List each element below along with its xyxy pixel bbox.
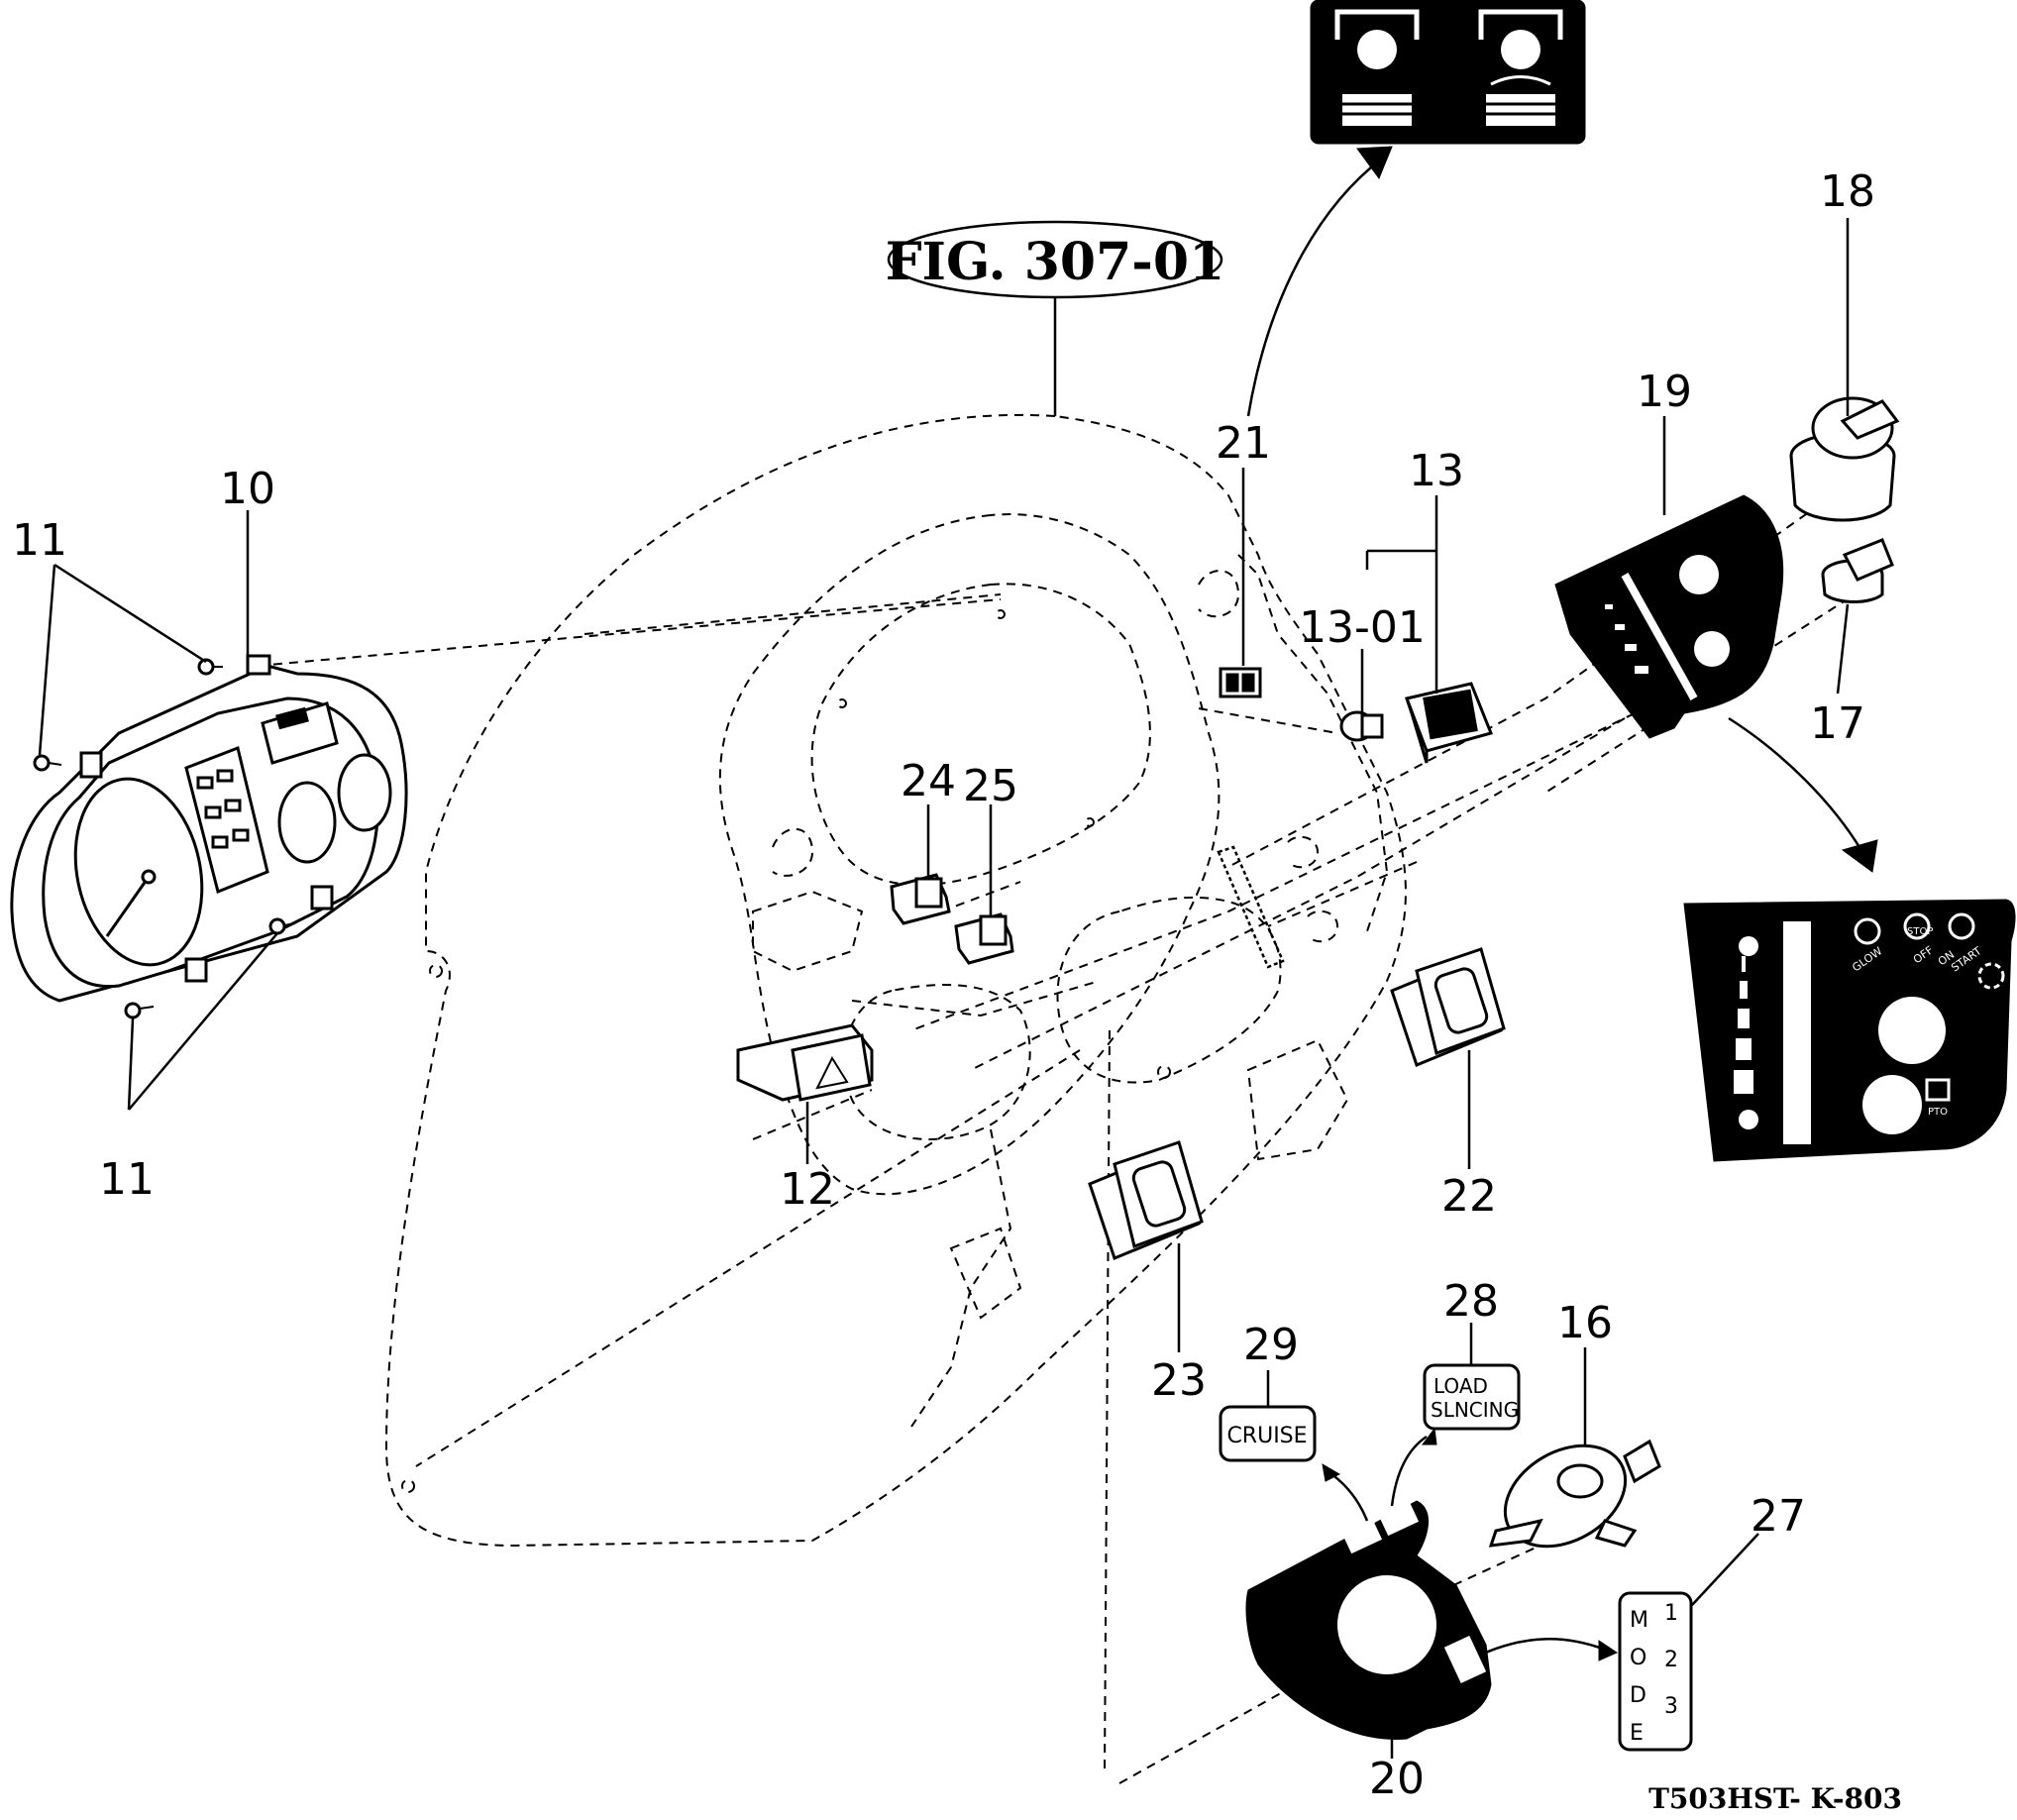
callout-10: 10 bbox=[220, 464, 275, 514]
mode-letter-m: M bbox=[1630, 1608, 1648, 1633]
callout-18: 18 bbox=[1820, 166, 1875, 217]
figure-reference-label: FIG. 307-01 bbox=[886, 232, 1225, 292]
callout-23: 23 bbox=[1151, 1355, 1207, 1406]
mode-decal-part-27: M O D E 1 2 3 bbox=[1618, 1591, 1693, 1752]
pto-decal-detail bbox=[1310, 0, 1586, 145]
hazard-switch-part-12 bbox=[736, 1023, 874, 1102]
bulb-part-13-01 bbox=[1339, 710, 1384, 742]
callout-11-top: 11 bbox=[12, 515, 67, 566]
indicator-lamp-part-13 bbox=[1404, 682, 1494, 764]
callout-29: 29 bbox=[1243, 1320, 1299, 1370]
instrument-cluster-part-10 bbox=[10, 654, 408, 1019]
mode-letter-e: E bbox=[1630, 1721, 1644, 1746]
load-silencing-decal-part-28: LOAD SLNCING bbox=[1423, 1363, 1521, 1431]
decal-part-21 bbox=[1219, 667, 1262, 698]
callout-11-bottom: 11 bbox=[99, 1154, 155, 1205]
callout-13-01: 13-01 bbox=[1299, 602, 1426, 653]
switch-part-24 bbox=[890, 873, 951, 925]
callout-20: 20 bbox=[1369, 1754, 1425, 1804]
callout-27: 27 bbox=[1751, 1491, 1806, 1542]
mode-letter-o: O bbox=[1630, 1646, 1646, 1670]
mode-number-1: 1 bbox=[1664, 1601, 1678, 1626]
callout-24: 24 bbox=[901, 756, 956, 806]
switch-part-25 bbox=[954, 912, 1014, 965]
load-decal-line-1: LOAD bbox=[1433, 1374, 1488, 1398]
callout-22: 22 bbox=[1441, 1171, 1497, 1222]
mode-letter-d: D bbox=[1630, 1683, 1646, 1708]
callout-16: 16 bbox=[1557, 1298, 1613, 1348]
rotary-switch-part-16 bbox=[1488, 1439, 1661, 1549]
drawing-code: T503HST- K-803 bbox=[1648, 1782, 1902, 1815]
load-decal-line-2: SLNCING bbox=[1431, 1398, 1519, 1422]
lower-panel-part-20 bbox=[1245, 1500, 1492, 1740]
knob-part-17 bbox=[1821, 538, 1894, 603]
cruise-decal-part-29: CRUISE bbox=[1219, 1405, 1317, 1462]
callout-25: 25 bbox=[963, 761, 1018, 811]
switch-panel-part-19 bbox=[1554, 494, 1784, 739]
key-switch-part-18 bbox=[1789, 396, 1900, 522]
callout-12: 12 bbox=[780, 1164, 835, 1215]
dashboard-housing-outline bbox=[384, 413, 1407, 1548]
panel-pto-label: PTO bbox=[1928, 1107, 1948, 1118]
callout-17: 17 bbox=[1810, 698, 1865, 749]
mode-number-2: 2 bbox=[1664, 1648, 1678, 1672]
rocker-switch-part-23 bbox=[1088, 1140, 1204, 1260]
panel-stop-label: STOP bbox=[1907, 926, 1933, 937]
callout-28: 28 bbox=[1443, 1276, 1499, 1327]
callout-13: 13 bbox=[1409, 446, 1464, 496]
figure-reference: FIG. 307-01 bbox=[886, 220, 1225, 416]
switch-panel-detail: GLOW STOP OFF ON START PTO bbox=[1683, 899, 2016, 1162]
mode-number-3: 3 bbox=[1664, 1694, 1678, 1719]
callout-21: 21 bbox=[1216, 418, 1271, 469]
cruise-decal-label: CRUISE bbox=[1226, 1424, 1307, 1448]
callout-19: 19 bbox=[1637, 367, 1692, 417]
rocker-switch-part-22 bbox=[1390, 947, 1506, 1067]
callout-numbers: 10 11 11 12 13 13-01 16 17 18 19 20 21 2… bbox=[12, 166, 1875, 1804]
